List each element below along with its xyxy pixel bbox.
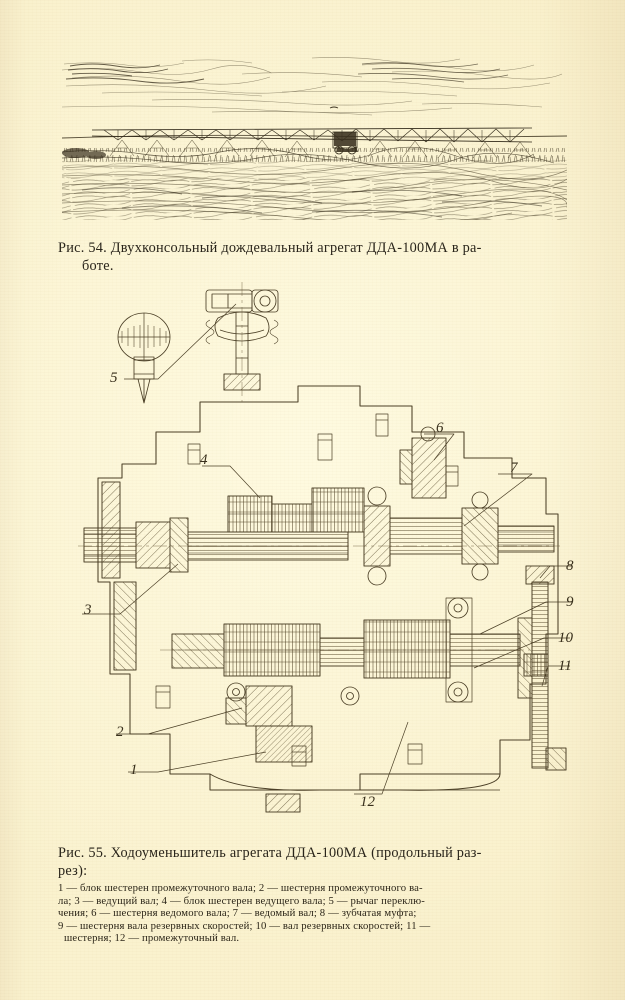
part-intermediate-shaft [171, 619, 521, 679]
part-upper-bearings [363, 486, 499, 586]
callout-7: 7 [510, 460, 519, 476]
figure-54-illustration [62, 52, 567, 220]
part-driven-shaft [497, 525, 555, 553]
callout-10: 10 [558, 630, 574, 646]
callout-2: 2 [116, 724, 124, 740]
part-driving-gear-cluster [227, 487, 365, 533]
legend-line-2: ла; 3 — ведущий вал; 4 — блок шестерен в… [58, 894, 425, 907]
callout-1: 1 [130, 762, 138, 778]
figure-54-caption-line2: боте. [82, 257, 114, 274]
part-intermediate-gear [225, 685, 293, 727]
legend-line-4: 9 — шестерня вала резервных скоростей; 1… [58, 919, 431, 932]
figure-55-legend: 1 — блок шестерен промежуточного вала; 2… [58, 882, 582, 945]
legend-line-5: шестерня; 12 — промежуточный вал. [64, 932, 240, 945]
callout-11: 11 [558, 658, 572, 674]
legend-line-3: чения; 6 — шестерня ведомого вала; 7 — в… [58, 907, 417, 920]
callout-4: 4 [200, 452, 208, 468]
part-shift-lever [117, 312, 171, 404]
figure-54-caption-text: Двухконсольный дождевальный агрегат ДДА-… [110, 240, 482, 256]
callout-8: 8 [566, 558, 574, 574]
callout-12: 12 [360, 794, 376, 810]
callout-5: 5 [110, 370, 118, 386]
part-gearbox-housing [97, 385, 559, 791]
figure-55-illustration: 1 2 3 4 5 6 7 8 9 10 11 12 [60, 282, 580, 834]
figure-55-number: Рис. 55. [58, 845, 107, 861]
figure-55-caption: Рис. 55. Ходоуменьшитель агрегата ДДА-10… [58, 845, 580, 880]
callout-6: 6 [436, 420, 444, 436]
figure-55-callout-numbers: 1 2 3 4 5 6 7 8 9 10 11 12 [83, 370, 574, 810]
part-driven-gear [399, 426, 447, 499]
part-intermediate-gear-block [255, 725, 313, 763]
figure-55-caption-line1: Рис. 55. Ходоуменьшитель агрегата ДДА-10… [58, 845, 580, 863]
figure-55-caption-text: Ходоуменьшитель агрегата ДДА-100МА (прод… [110, 845, 482, 861]
figure-54-caption-line1: Рис. 54. Двухконсольный дождевальный агр… [58, 240, 578, 258]
figure-54-number: Рис. 54. [58, 240, 107, 256]
part-shifter-housing [205, 289, 279, 391]
callout-9: 9 [566, 594, 574, 610]
figure-55-caption-line2: рез): [58, 862, 88, 879]
part-reserve-speed-assembly [517, 565, 567, 771]
legend-line-1: 1 — блок шестерен промежуточного вала; 2… [58, 882, 423, 894]
callout-3: 3 [83, 602, 92, 618]
figure-54-caption: Рис. 54. Двухконсольный дождевальный агр… [58, 240, 578, 275]
